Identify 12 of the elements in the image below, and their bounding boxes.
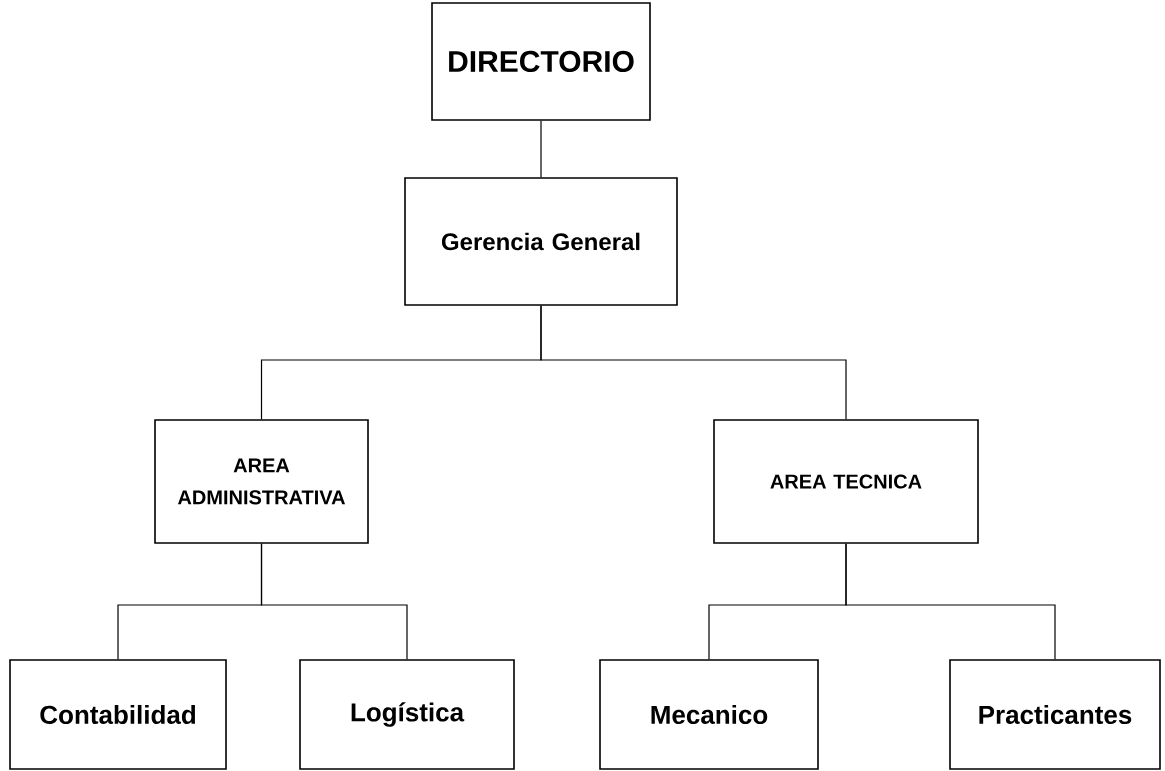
connector-line (540, 305, 847, 420)
org-box: Practicantes (949, 659, 1161, 770)
org-box: Mecanico (599, 659, 819, 770)
org-box: AREA ADMINISTRATIVA (154, 419, 369, 544)
org-box: Contabilidad (9, 659, 227, 770)
connector-line (845, 543, 1056, 660)
org-box: Gerencia General (404, 177, 678, 306)
connector-line (540, 120, 542, 178)
connector-line (260, 543, 408, 660)
org-box: Logística (299, 659, 515, 770)
org-box: AREA TECNICA (713, 419, 979, 544)
org-box: DIRECTORIO (431, 2, 651, 121)
